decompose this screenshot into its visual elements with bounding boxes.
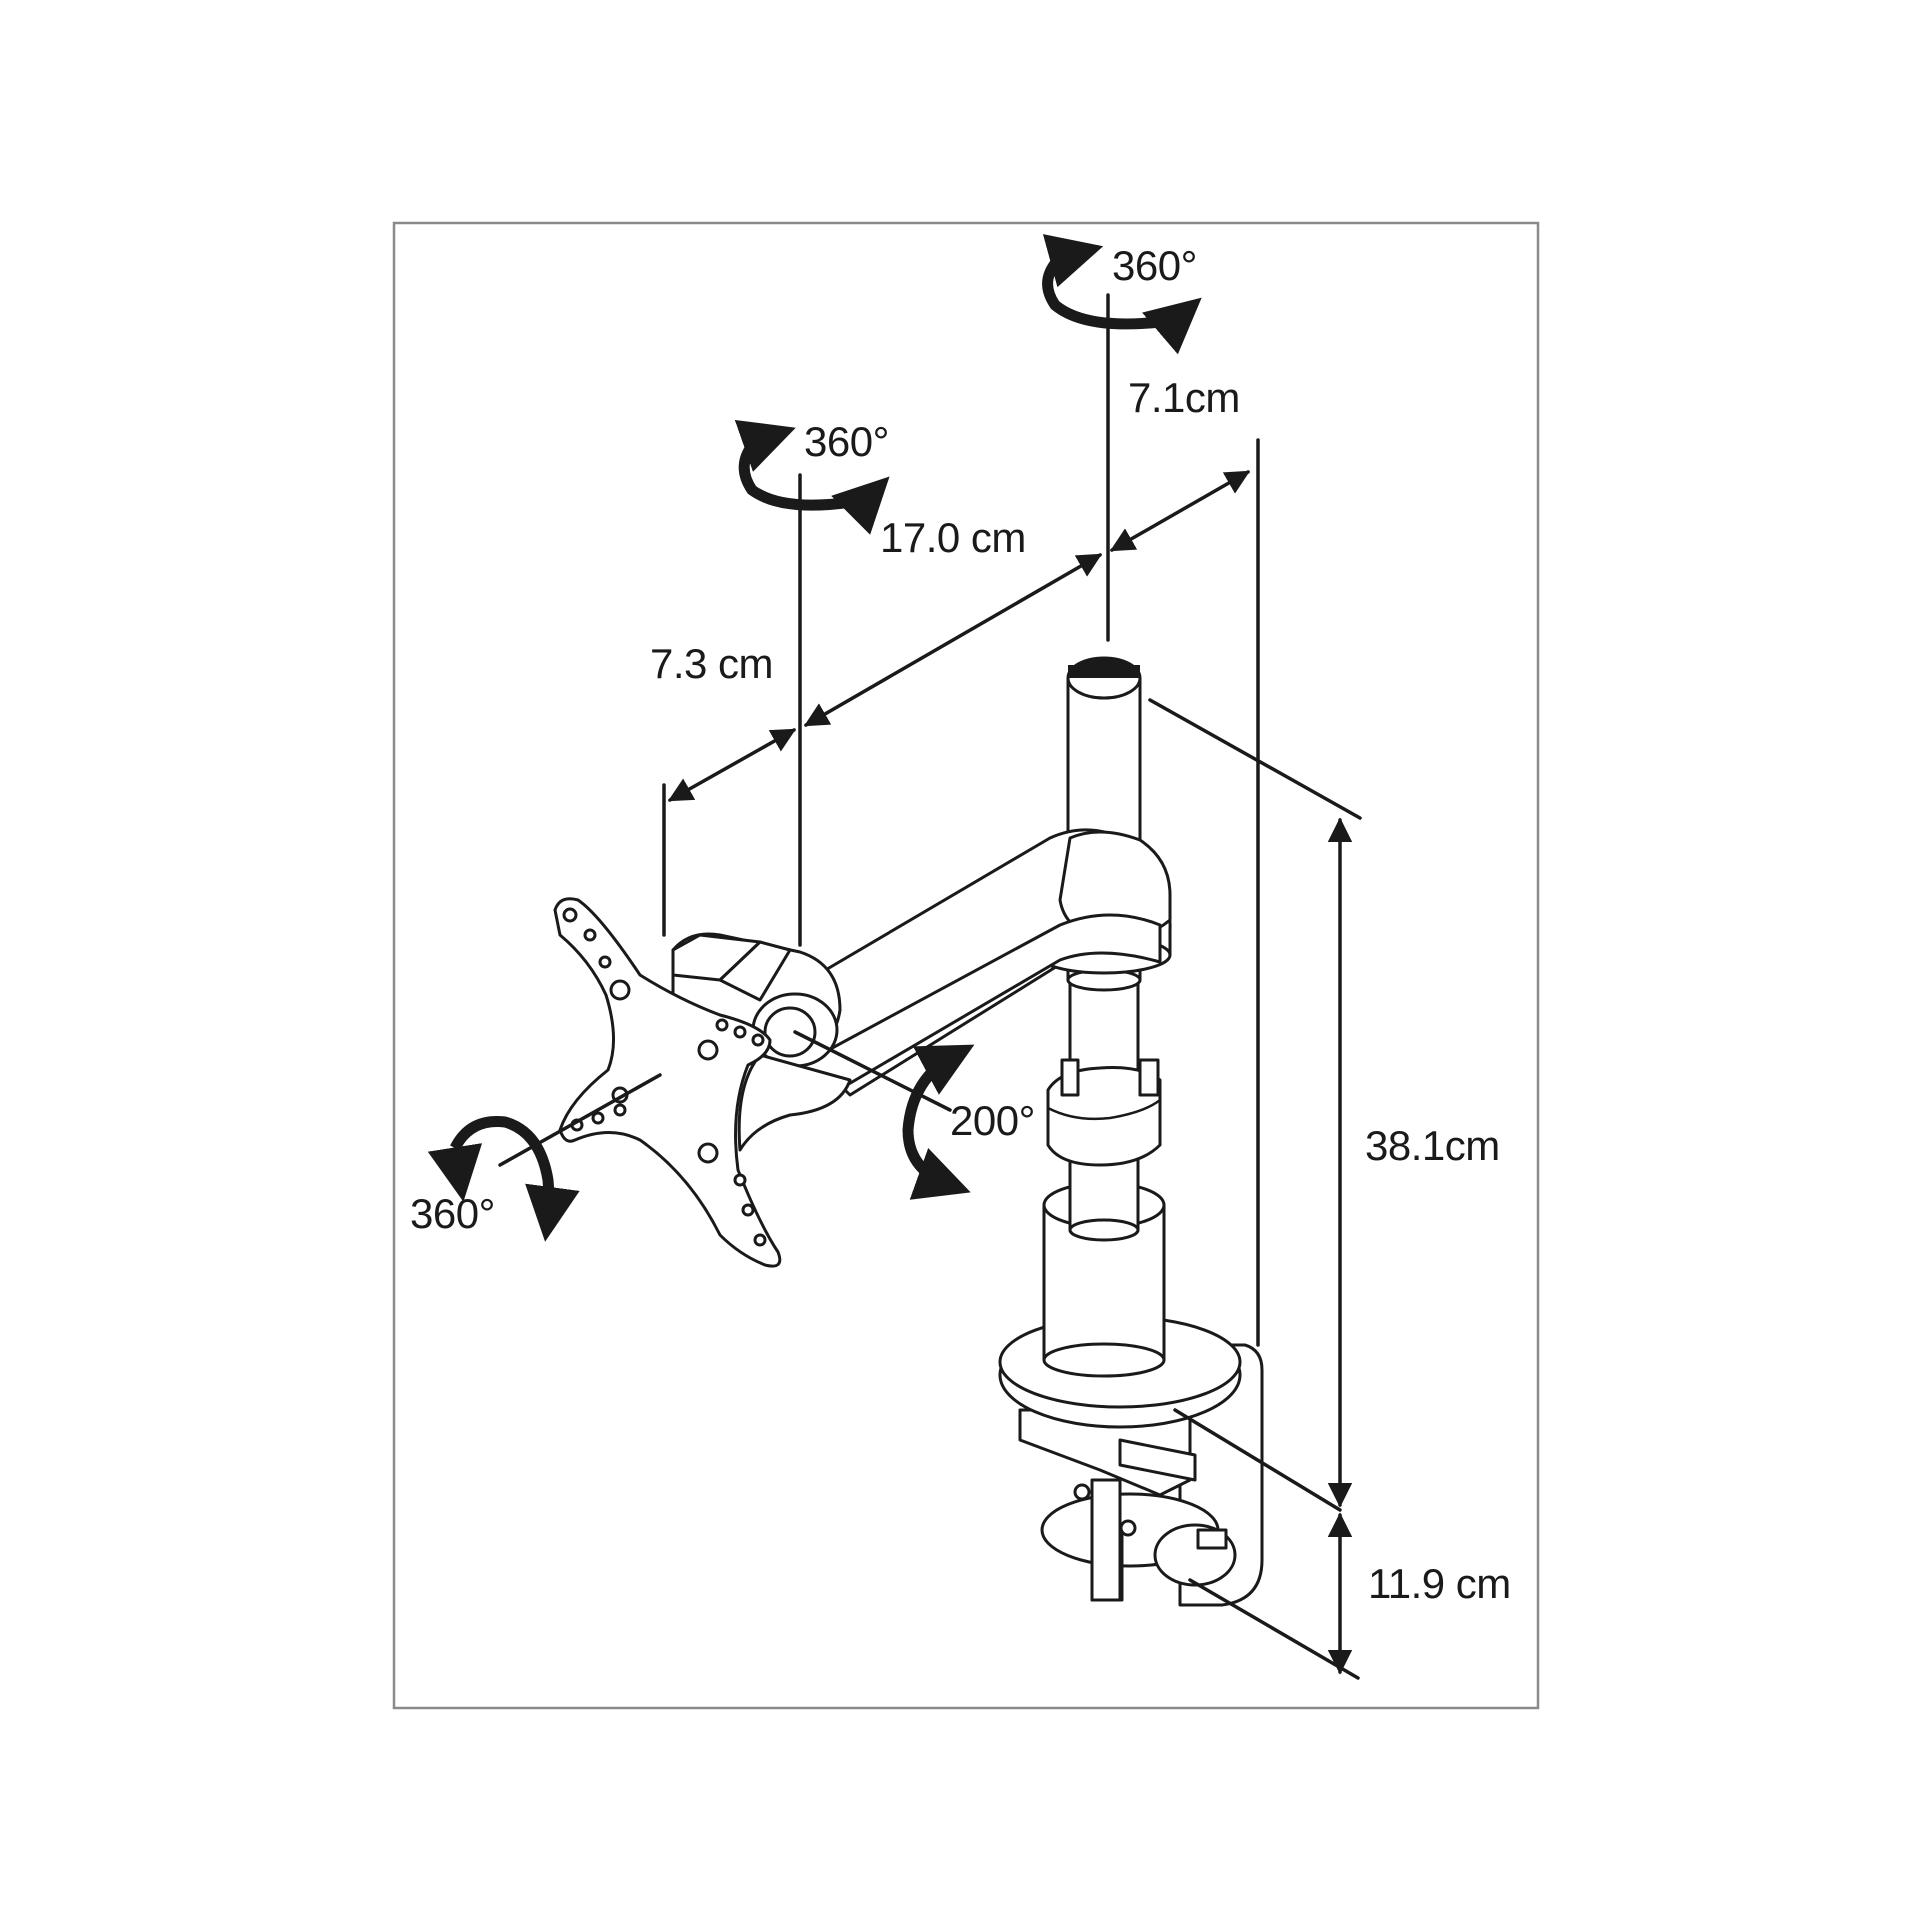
label-rotation-plate: 360°	[410, 1190, 495, 1237]
label-dim-11-9: 11.9 cm	[1368, 1560, 1511, 1607]
labels: 360° 7.1cm 360° 17.0 cm 7.3 cm 200° 360°…	[410, 242, 1511, 1607]
vesa-plate	[553, 897, 782, 1268]
label-dim-38-1: 38.1cm	[1365, 1122, 1500, 1169]
frame-border	[392, 221, 1540, 1710]
label-dim-7-3: 7.3 cm	[650, 640, 773, 687]
dimension-lines	[498, 293, 1362, 1680]
extension-arm	[788, 828, 1172, 1100]
rotation-arrows	[427, 234, 1202, 1242]
label-rotation-top: 360°	[1112, 242, 1197, 289]
label-tilt: 200°	[950, 1097, 1035, 1144]
label-dim-17-0: 17.0 cm	[880, 514, 1026, 561]
label-rotation-mid: 360°	[804, 418, 889, 465]
label-dim-7-1: 7.1cm	[1128, 374, 1240, 421]
mounting-pole	[1042, 656, 1166, 1378]
